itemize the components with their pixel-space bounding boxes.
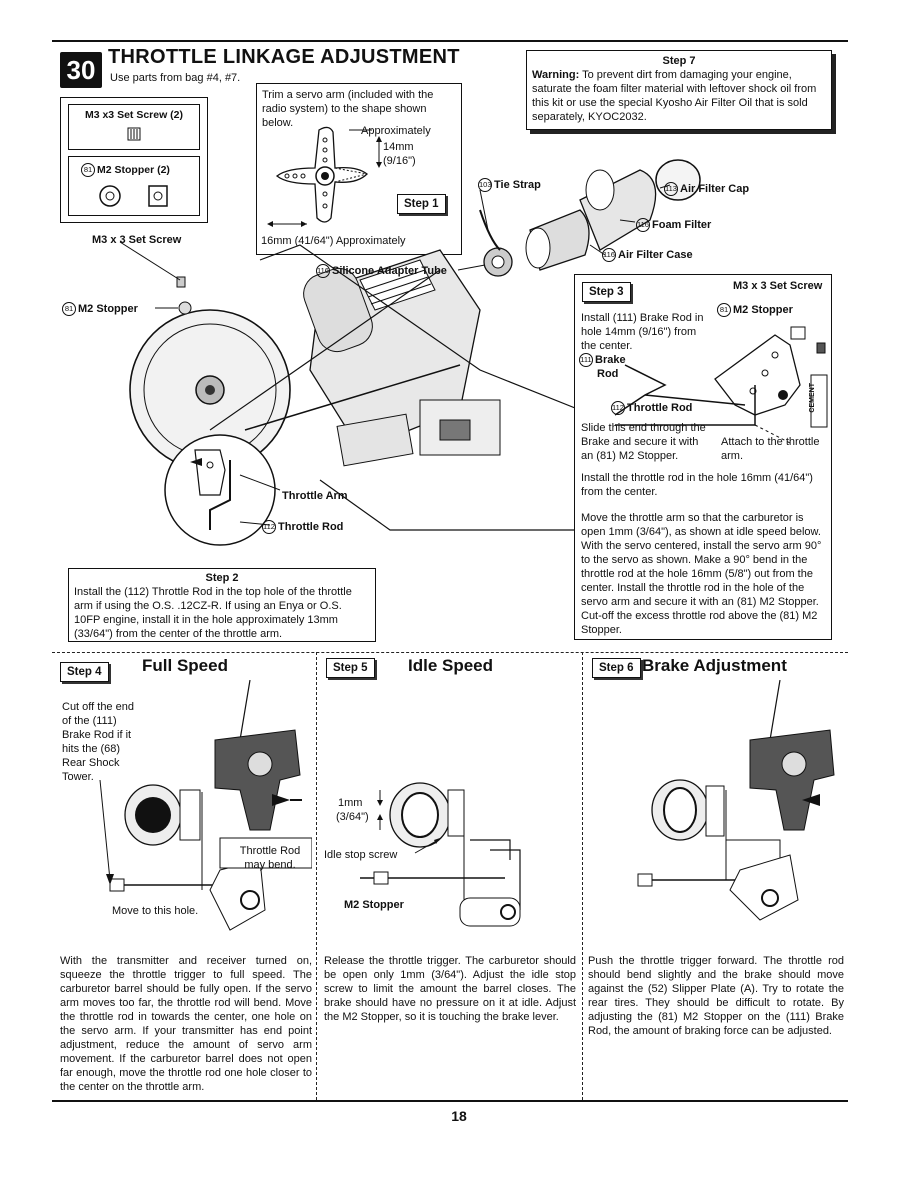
step1-text: Trim a servo arm (included with the radi… [262,89,434,129]
step3-para2: Move the throttle arm so that the carbur… [581,512,822,636]
servo-arm-diagram [267,126,382,227]
step5-badge: Step 5 [326,658,375,678]
step3-para1: Install the throttle rod in the hole 16m… [581,472,813,498]
section-number-badge: 30 [60,52,102,88]
step4-move-text: Move to this hole. [112,905,199,917]
page-number: 18 [451,1108,467,1124]
step3-screw-label: M3 x 3 Set Screw [733,280,823,292]
step1-box: Trim a servo arm (included with the radi… [256,83,462,255]
step1-approx: Approximately [361,125,431,137]
step6-text: Push the throttle trigger forward. The t… [588,955,844,1037]
step5-stopper-label: M2 Stopper [344,899,404,911]
step2-box: Step 2 Install the (112) Throttle Rod in… [68,568,376,642]
page-title: THROTTLE LINKAGE ADJUSTMENT [108,46,460,68]
step5-dim: 1mm [338,797,363,809]
step1-dim1: 14mm [383,141,414,153]
step2-text: Install the (112) Throttle Rod in the to… [74,586,352,640]
step4-text: With the transmitter and receiver turned… [60,955,312,1093]
step5-title: Idle Speed [408,656,494,675]
step1-dim2: 16mm (41/64") Approximately [261,235,406,247]
column-divider-1 [316,652,317,1100]
step6-badge: Step 6 [592,658,641,678]
m3-set-screw-label: M3 x 3 Set Screw [92,234,182,246]
column-divider-2 [582,652,583,1100]
step4-cut-text: Cut off the end of the (111) Brake Rod i… [62,701,134,783]
set-screw-icon [127,127,141,141]
part-set-screw: M3 x3 Set Screw (2) [68,104,200,150]
step5-text: Release the throttle trigger. The carbur… [324,955,576,1023]
step5-dim2: (3/64") [336,811,369,823]
step4-title: Full Speed [142,656,228,675]
part-set-screw-label: M3 x3 Set Screw (2) [84,109,184,121]
step1-badge: Step 1 [397,194,446,214]
step7-warning-label: Warning: [532,69,580,81]
stopper-icon [99,185,168,207]
step5-screw-label: Idle stop screw [324,849,398,861]
page-subtitle: Use parts from bag #4, #7. [110,72,241,84]
step3-brake-label-2: Rod [597,368,619,380]
cement-label: CEMENT [809,383,816,413]
throttle-arm-label: Throttle Arm [282,490,348,502]
step3-slide-text: Slide this end through the Brake and sec… [581,422,706,462]
bottom-rule [52,1100,848,1102]
brake-adjustment-diagram [637,680,835,921]
full-speed-diagram [99,680,312,931]
step2-title: Step 2 [205,572,239,584]
step4-rod-bend: Throttle Rod may bend. [239,845,301,871]
step4-badge: Step 4 [60,662,109,682]
step6-title: Brake Adjustment [642,656,787,675]
step7-text: To prevent dirt from damaging your engin… [532,69,817,123]
brake-rod-diagram [614,326,828,444]
idle-speed-diagram [360,782,521,927]
step1-dim1b: (9/16") [383,155,416,167]
step3-install-text: Install (111) Brake Rod in hole 14mm (9/… [581,312,704,352]
top-rule [52,40,848,42]
engine-assembly-illustration [119,159,701,546]
step7-box: Step 7 Warning: To prevent dirt from dam… [526,50,832,130]
step3-badge: Step 3 [582,282,631,302]
step3-attach-text: Attach to the throttle arm. [721,436,820,462]
section-divider [52,652,848,653]
step7-title: Step 7 [662,55,696,67]
